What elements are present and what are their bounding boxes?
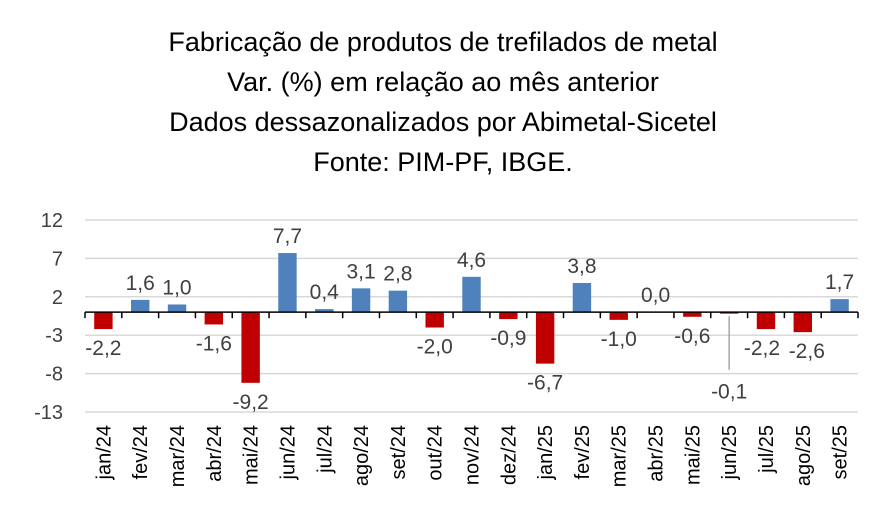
x-tick-label: mar/25 [609,425,631,487]
bar [241,312,260,383]
chart-title-line-1: Fabricação de produtos de trefilados de … [168,27,718,57]
data-label: -1,0 [601,328,637,351]
data-label: 3,1 [346,260,375,283]
data-label: -9,2 [233,391,269,414]
data-label: -2,2 [744,337,780,360]
x-tick-label: fev/25 [572,425,594,479]
x-tick-label: jun/24 [277,425,299,481]
bar [535,312,555,364]
data-label: -2,6 [789,340,825,363]
chart-title-line-3: Dados dessazonalizados por Abimetal-Sice… [169,107,717,137]
data-label: -2,0 [417,336,453,359]
x-tick-label: mai/25 [682,425,704,485]
y-tick-label: -8 [45,364,63,386]
bar [351,288,371,313]
data-label: -6,7 [527,372,563,395]
x-tick-label: ago/25 [793,425,815,486]
y-tick-label: 12 [41,210,63,232]
x-tick-label: set/25 [830,425,852,479]
x-tick-label: jul/24 [314,425,336,474]
data-label: -0,6 [674,325,710,348]
x-tick-label: set/24 [388,425,410,479]
bar [793,312,812,333]
data-label: 0,4 [310,281,340,304]
data-label: -0,9 [490,327,526,350]
chart-source: Fonte: PIM-PF, IBGE. [313,147,573,177]
bar [572,282,592,313]
y-tick-label: -13 [34,402,63,424]
bar [499,312,518,320]
data-label: -2,2 [85,337,121,360]
bar [388,290,408,313]
data-label: 4,6 [457,249,486,272]
y-tick-label: -3 [45,325,63,347]
x-tick-label: jan/25 [535,425,557,481]
data-label: -1,6 [196,332,232,355]
x-tick-label: abr/24 [204,425,226,482]
x-tick-label: out/24 [425,425,447,481]
bar [94,312,113,330]
data-label: 1,0 [162,276,191,299]
x-tick-label: nov/24 [462,425,484,485]
x-tick-label: mai/24 [241,425,263,485]
x-tick-label: dez/24 [498,425,520,485]
data-label: 7,7 [273,225,302,248]
bar [683,312,702,317]
x-tick-label: mar/24 [167,425,189,487]
data-label: -0,1 [711,381,747,404]
data-label: 3,8 [567,255,596,278]
data-label: 0,0 [641,284,670,307]
bar [315,309,334,313]
bar [167,304,187,313]
data-label: 2,8 [383,263,412,286]
bar [425,312,444,328]
x-tick-label: jan/24 [93,425,115,481]
bar [204,312,224,325]
x-tick-label: abr/25 [646,425,668,482]
data-label: 1,7 [825,271,854,294]
bar [131,299,150,313]
bar [278,253,297,313]
x-tick-label: jul/25 [756,425,778,474]
x-tick-label: jun/25 [719,425,741,481]
y-tick-label: 2 [52,287,63,309]
bar [462,276,481,313]
bar [756,312,776,330]
bar [609,312,628,320]
bar [830,299,849,313]
x-tick-label: fev/24 [130,425,152,479]
x-tick-label: ago/24 [351,425,373,486]
chart-title-line-2: Var. (%) em relação ao mês anterior [227,67,659,97]
y-tick-label: 7 [52,248,63,270]
data-label: 1,6 [126,272,155,295]
